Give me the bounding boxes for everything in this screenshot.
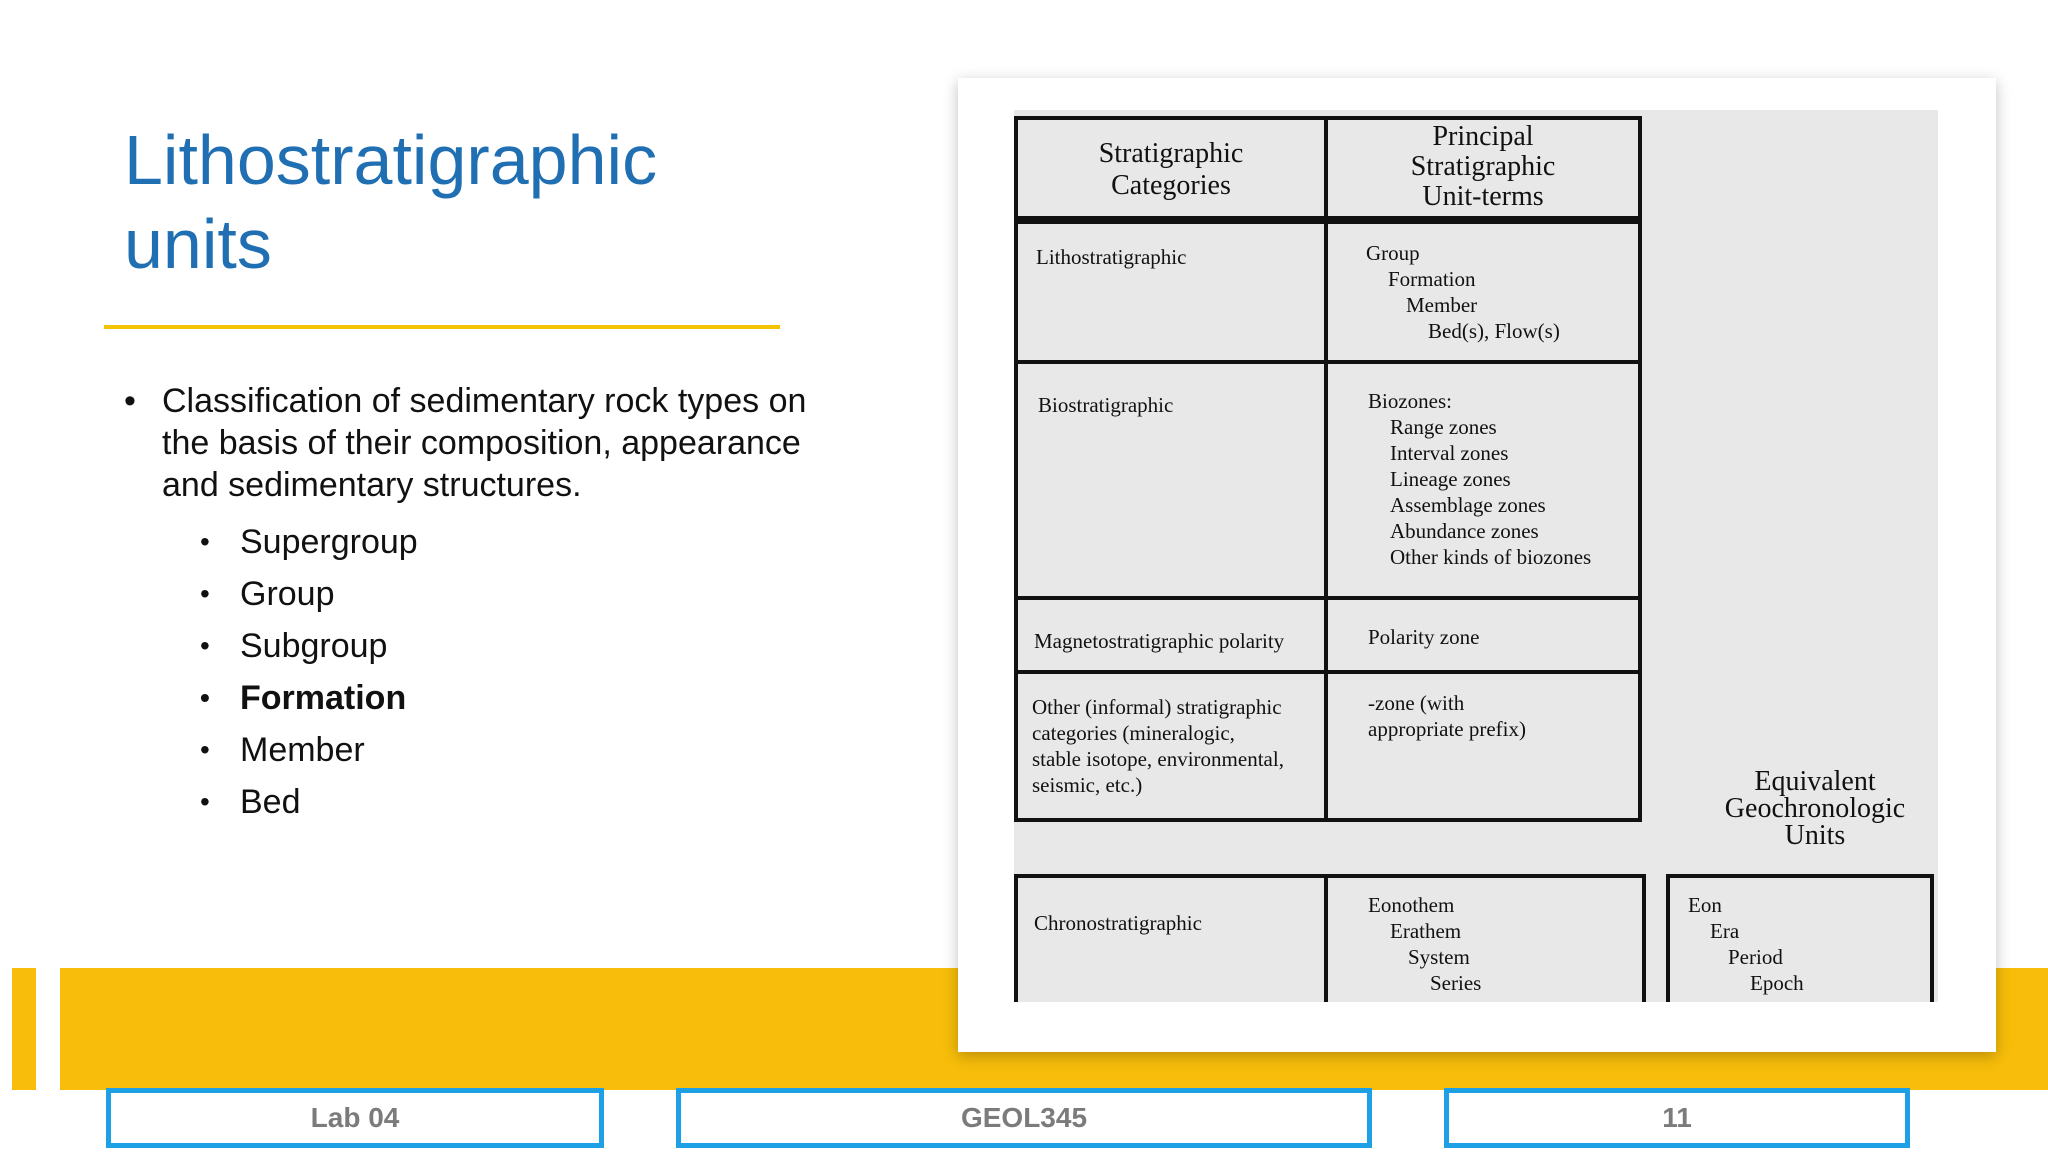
bullet-list: Classification of sedimentary rock types… — [124, 380, 824, 828]
category-chronostratigraphic: Chronostratigraphic — [1034, 911, 1202, 935]
main-bullet: Classification of sedimentary rock types… — [124, 380, 824, 506]
geochronologic-units-table — [1666, 874, 1934, 1002]
geochronologic-units: Eon Era Period Epoch — [1688, 893, 1804, 995]
footer-course-code: GEOL345 — [676, 1088, 1372, 1148]
list-item: Subgroup — [200, 620, 824, 672]
footer-lab-label: Lab 04 — [106, 1088, 604, 1148]
list-item-emphasized: Formation — [200, 672, 824, 724]
category-biostratigraphic: Biostratigraphic — [1038, 393, 1174, 417]
slide-title: Lithostratigraphic units — [124, 118, 824, 286]
accent-band-left — [12, 968, 36, 1090]
title-line-1: Lithostratigraphic — [124, 121, 658, 199]
terms-other-informal: -zone (with appropriate prefix) — [1368, 691, 1527, 741]
footer-slide-number: 11 — [1444, 1088, 1910, 1148]
title-line-2: units — [124, 205, 272, 283]
terms-chronostratigraphic: Eonothem Erathem System Series — [1368, 893, 1482, 995]
category-magnetostratigraphic: Magnetostratigraphic polarity — [1034, 629, 1285, 653]
list-item: Group — [200, 568, 824, 620]
category-lithostratigraphic: Lithostratigraphic — [1036, 245, 1187, 269]
list-item: Member — [200, 724, 824, 776]
title-underline — [104, 325, 780, 329]
unit-hierarchy-list: Supergroup Group Subgroup Formation Memb… — [200, 516, 824, 828]
list-item: Supergroup — [200, 516, 824, 568]
terms-magnetostratigraphic: Polarity zone — [1368, 625, 1480, 649]
terms-lithostratigraphic: Group Formation Member Bed(s), Flow(s) — [1366, 241, 1560, 343]
chronostratigraphic-table — [1014, 874, 1646, 1002]
category-other-informal: Other (informal) stratigraphic categorie… — [1032, 695, 1284, 797]
principal-units-table — [1014, 116, 1642, 822]
list-item: Bed — [200, 776, 824, 828]
terms-biostratigraphic: Biozones: Range zones Interval zones Lin… — [1368, 389, 1592, 569]
